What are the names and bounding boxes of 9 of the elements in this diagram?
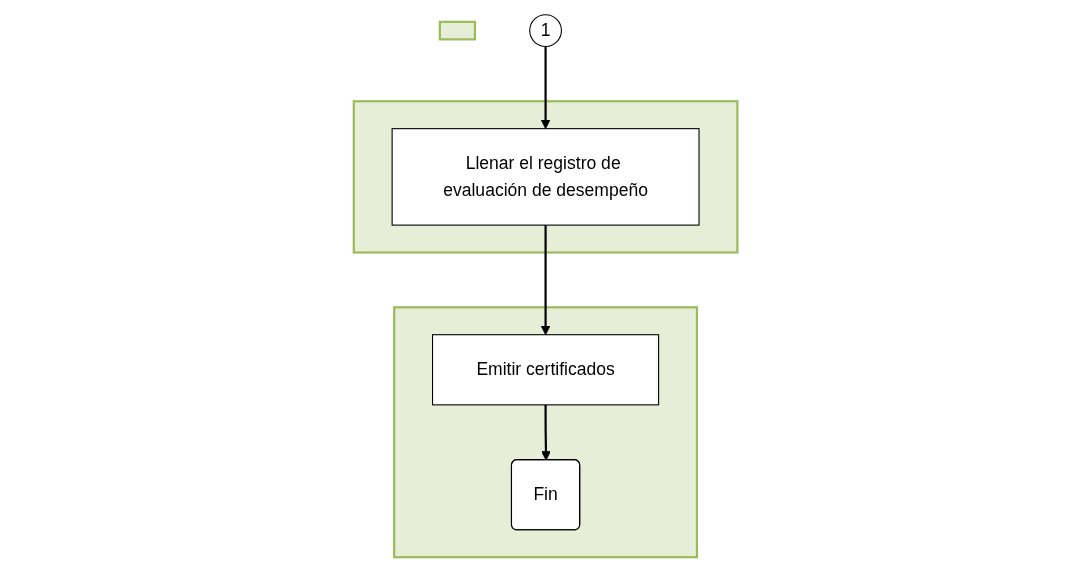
arrow: [541, 46, 551, 130]
node-box: Emitir certificados: [432, 334, 660, 406]
arrow: [541, 225, 551, 336]
cluster: [353, 100, 739, 254]
cluster: [393, 306, 699, 559]
node-box: Llenar el registro de evaluación de desempeño: [392, 128, 700, 226]
node-box: [439, 20, 477, 41]
arrow: [541, 404, 552, 461]
node-circle: 1: [529, 14, 563, 47]
